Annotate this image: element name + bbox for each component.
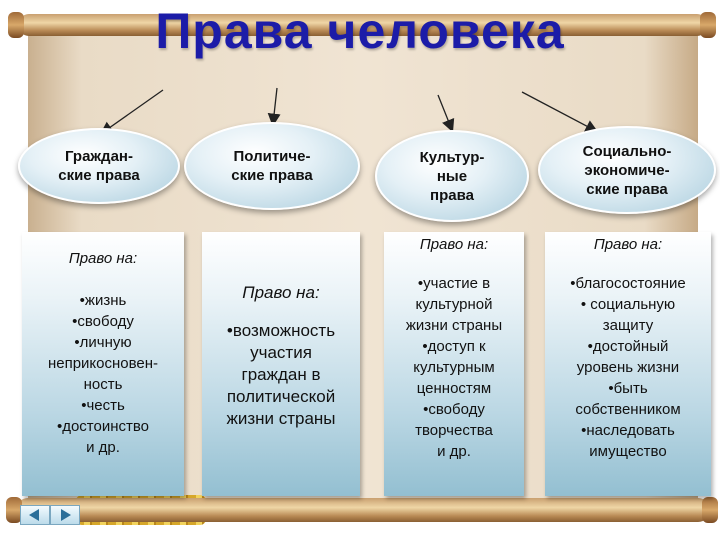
list-item: •свободу [423,401,485,418]
list-item: творчества [415,422,493,439]
list-item: •личную [74,334,132,351]
panel-heading: Право на: [593,236,663,253]
list-item: защиту [602,317,654,334]
category-cultural-rights: Культур- ные права [375,130,529,222]
category-label: Культур- ные права [419,148,485,204]
category-civil-rights: Граждан- ские права [18,128,180,204]
list-item: культурной [415,296,493,313]
panel-socioeconomic-rights: Право на: •благосостояние • социальную з… [545,232,711,496]
category-political-rights: Политиче- ские права [184,122,360,210]
list-item: •наследовать [581,422,675,439]
panel-heading: Право на: [242,283,320,302]
list-item: •достойный [587,338,669,355]
panel-heading: Право на: [68,250,138,267]
list-item: ценностям [416,380,492,397]
arrow-to-socioeconomic [521,91,599,133]
list-item: собственником [575,401,681,418]
scroll-top-left-knob [8,12,24,38]
list-item: ность [83,376,123,393]
scroll-top-right-knob [700,12,716,38]
arrow-to-political [267,87,281,127]
category-label: Граждан- ские права [58,148,140,184]
scroll-bottom-right-knob [702,497,718,523]
list-item: имущество [589,443,667,460]
list-item: •честь [81,397,125,414]
list-item: жизни страны [405,317,503,334]
panel-heading: Право на: [419,236,489,253]
panel-political-rights: Право на: •возможность участия граждан в… [202,232,360,496]
list-item: участия [250,343,312,362]
list-item: и др. [437,443,471,460]
scroll-top-rod [18,14,708,36]
list-item: •благосостояние [570,275,686,292]
scroll-bottom-left-knob [6,497,22,523]
list-item: и др. [86,439,120,456]
list-item: политической [226,387,336,406]
panel-cultural-rights: Право на: •участие в культурной жизни ст… [384,232,524,496]
list-item: жизни страны [226,409,336,428]
list-item: •жизнь [79,292,127,309]
triangle-right-icon [61,509,71,521]
arrow-to-cultural [437,94,455,133]
category-label: Политиче- ские права [231,148,313,184]
category-socioeconomic-rights: Социально- экономиче- ские права [538,126,716,214]
panel-civil-rights: Право на: •жизнь •свободу •личную неприк… [22,232,184,496]
nav-back-button[interactable] [20,505,50,525]
list-item: •доступ к [422,338,486,355]
category-label: Социально- экономиче- ские права [582,142,672,198]
list-item: •быть [608,380,648,397]
list-item: •достоинство [56,418,150,435]
scroll-bottom-rod [16,498,710,522]
arrow-to-civil [99,89,164,135]
list-item: граждан в [241,365,321,384]
list-item: •возможность [226,321,336,340]
list-item: уровень жизни [576,359,680,376]
list-item: культурным [413,359,495,376]
list-item: неприкосновен- [47,355,159,372]
list-item: •участие в [417,275,491,292]
nav-forward-button[interactable] [50,505,80,525]
page-title: Права человека [155,3,565,59]
triangle-left-icon [29,509,39,521]
list-item: • социальную [580,296,676,313]
list-item: •свободу [72,313,134,330]
